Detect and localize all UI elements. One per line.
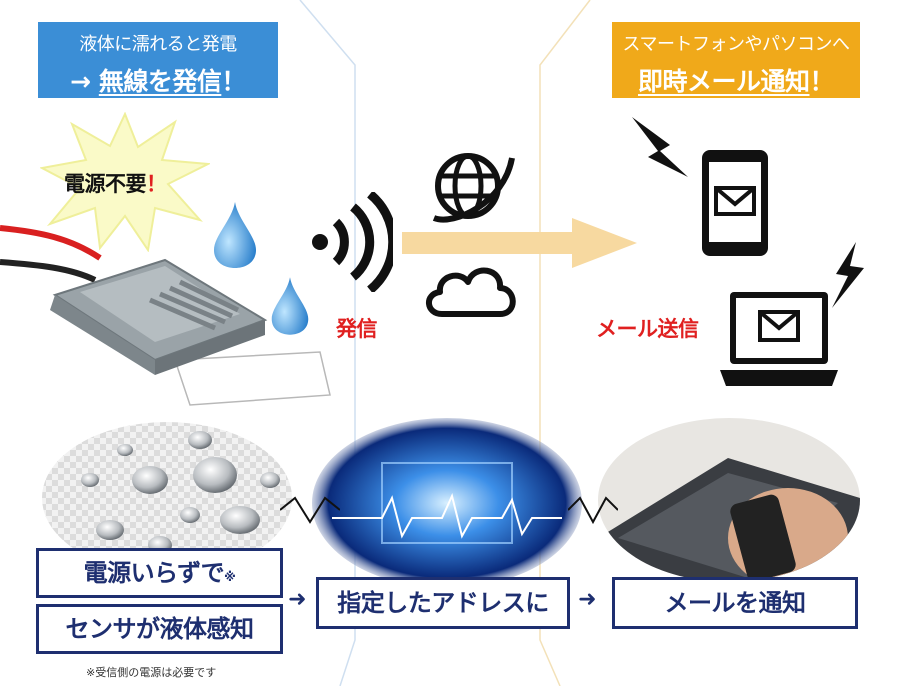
sensor-detect-text: センサが液体感知 <box>65 615 255 643</box>
address-box: 指定したアドレスに <box>316 577 570 629</box>
water-drop-icon <box>271 277 309 335</box>
step-arrow: ➜ <box>288 587 307 612</box>
banner-left-line2: → 無線を発信！ <box>38 62 278 98</box>
power-free-text: 電源不要 <box>64 172 147 196</box>
transmit-label: 発信 <box>336 317 378 341</box>
wireless-signal-icon <box>312 192 393 292</box>
sensor-detect-box: センサが液体感知 <box>36 604 283 654</box>
sensor-device-illustration <box>0 225 331 406</box>
mail-notify-text: メールを通知 <box>664 589 807 617</box>
mail-send-label: メール送信 <box>596 317 699 341</box>
starburst-shape <box>40 112 210 252</box>
cloud-icon <box>426 267 516 317</box>
banner-left: 液体に濡れると発電 → 無線を発信！ <box>38 22 278 98</box>
banner-right: スマートフォンやパソコンへ 即時メール通知！ <box>612 22 860 98</box>
banner-right-line1: スマートフォンやパソコンへ <box>622 34 850 55</box>
smartphone-laptop-photo <box>598 418 860 582</box>
lightning-icon <box>632 117 688 177</box>
lightning-icon <box>832 242 864 308</box>
mail-notify-box: メールを通知 <box>612 577 858 629</box>
banner-left-line1: 液体に濡れると発電 <box>79 34 237 55</box>
globe-icon <box>432 153 515 223</box>
address-text: 指定したアドレスに <box>337 589 549 617</box>
connector-zigzag <box>280 496 340 524</box>
smartphone-icon <box>702 150 768 256</box>
power-free-label: 電源不要！ <box>64 168 167 198</box>
footnote: ※受信側の電源は必要です <box>86 666 217 679</box>
banner-left-arrow: → <box>70 67 91 96</box>
water-drop-icon <box>214 202 256 268</box>
step-arrow: ➜ <box>578 587 597 612</box>
no-power-text: 電源いらずで <box>83 559 225 587</box>
no-power-mark: ※ <box>224 570 236 584</box>
banner-left-main: 無線を発信 <box>98 67 222 96</box>
power-free-excl: ！ <box>146 172 167 196</box>
no-power-box: 電源いらずで※ <box>36 548 283 598</box>
connector-zigzag <box>568 496 618 525</box>
banner-left-excl: ！ <box>221 67 246 96</box>
banner-right-main: 即時メール通知 <box>637 67 810 96</box>
flow-arrow <box>402 218 637 268</box>
network-glow-photo <box>312 418 582 588</box>
laptop-icon <box>720 292 838 386</box>
banner-right-excl: ！ <box>809 67 835 96</box>
banner-right-line2: 即時メール通知！ <box>612 62 860 98</box>
